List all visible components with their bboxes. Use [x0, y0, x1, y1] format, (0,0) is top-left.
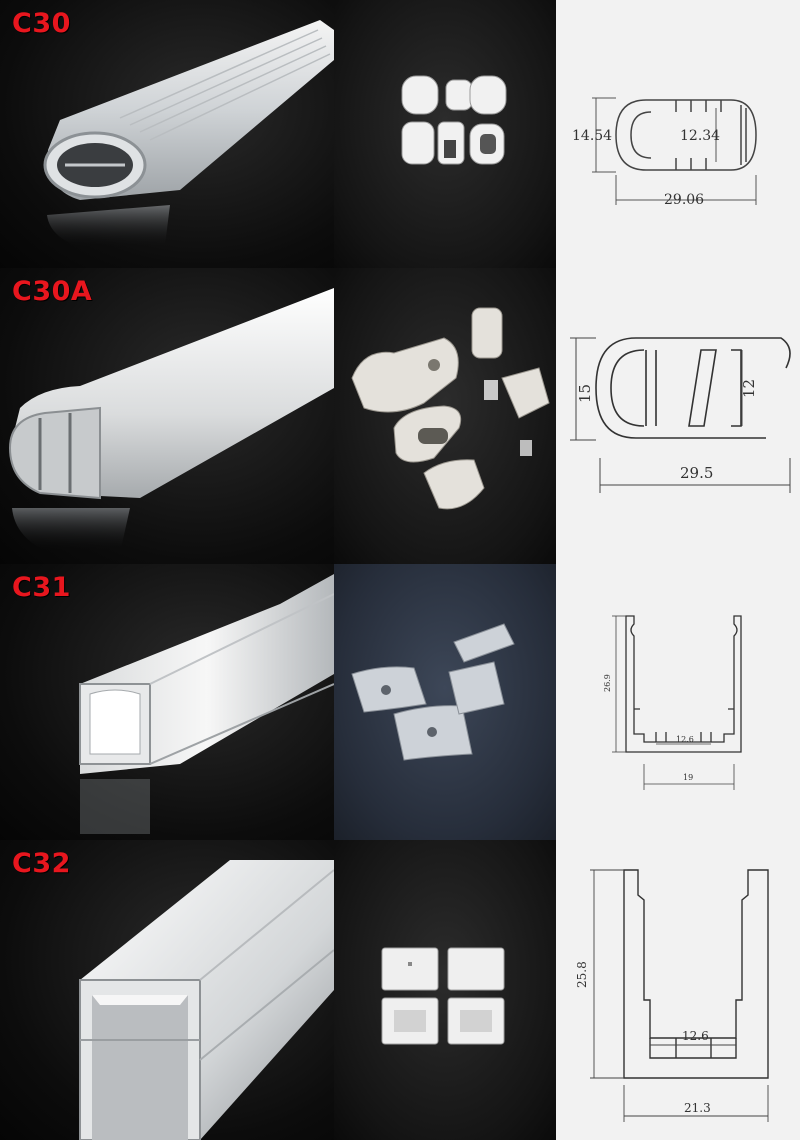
dimension-inner-height: 12 — [740, 379, 758, 398]
profile-photo-c30: C30 — [0, 0, 334, 268]
profile-photo-c30a: C30A — [0, 268, 334, 564]
model-label: C31 — [12, 572, 71, 603]
dimension-drawing-c32: 25.8 12.6 21.3 — [556, 840, 800, 1140]
dimension-inner-width: 12.6 — [676, 735, 694, 744]
model-label: C30 — [12, 8, 71, 39]
row-c32: C32 — [0, 840, 800, 1140]
dimension-height: 15 — [576, 384, 594, 403]
dimension-drawing-c30: 14.54 12.34 29.06 — [556, 0, 800, 268]
dimension-inner-height: 12.34 — [680, 128, 720, 144]
accessories-photo-c31 — [334, 564, 556, 840]
accessories-photo-c30 — [334, 0, 556, 268]
dimension-inner-width: 12.6 — [682, 1029, 709, 1043]
accessories-photo-c32 — [334, 840, 556, 1140]
profile-photo-c31: C31 — [0, 564, 334, 840]
profile-photo-c32: C32 — [0, 840, 334, 1140]
dimension-drawing-c31: 26.9 12.6 19 — [556, 564, 800, 840]
row-c31: C31 — [0, 564, 800, 840]
model-label: C30A — [12, 276, 93, 307]
dimension-drawing-c30a: 15 12 29.5 — [556, 268, 800, 564]
dimension-height: 25.8 — [575, 961, 589, 988]
dimension-height: 14.54 — [572, 128, 612, 144]
accessories-photo-c30a — [334, 268, 556, 564]
model-label: C32 — [12, 848, 71, 879]
dimension-width: 21.3 — [684, 1101, 711, 1115]
dimension-width: 29.5 — [680, 464, 713, 482]
row-c30: C30 — [0, 0, 800, 268]
dimension-width: 19 — [683, 773, 693, 782]
row-c30a: C30A — [0, 268, 800, 564]
dimension-width: 29.06 — [664, 192, 704, 208]
dimension-height: 26.9 — [603, 674, 612, 692]
